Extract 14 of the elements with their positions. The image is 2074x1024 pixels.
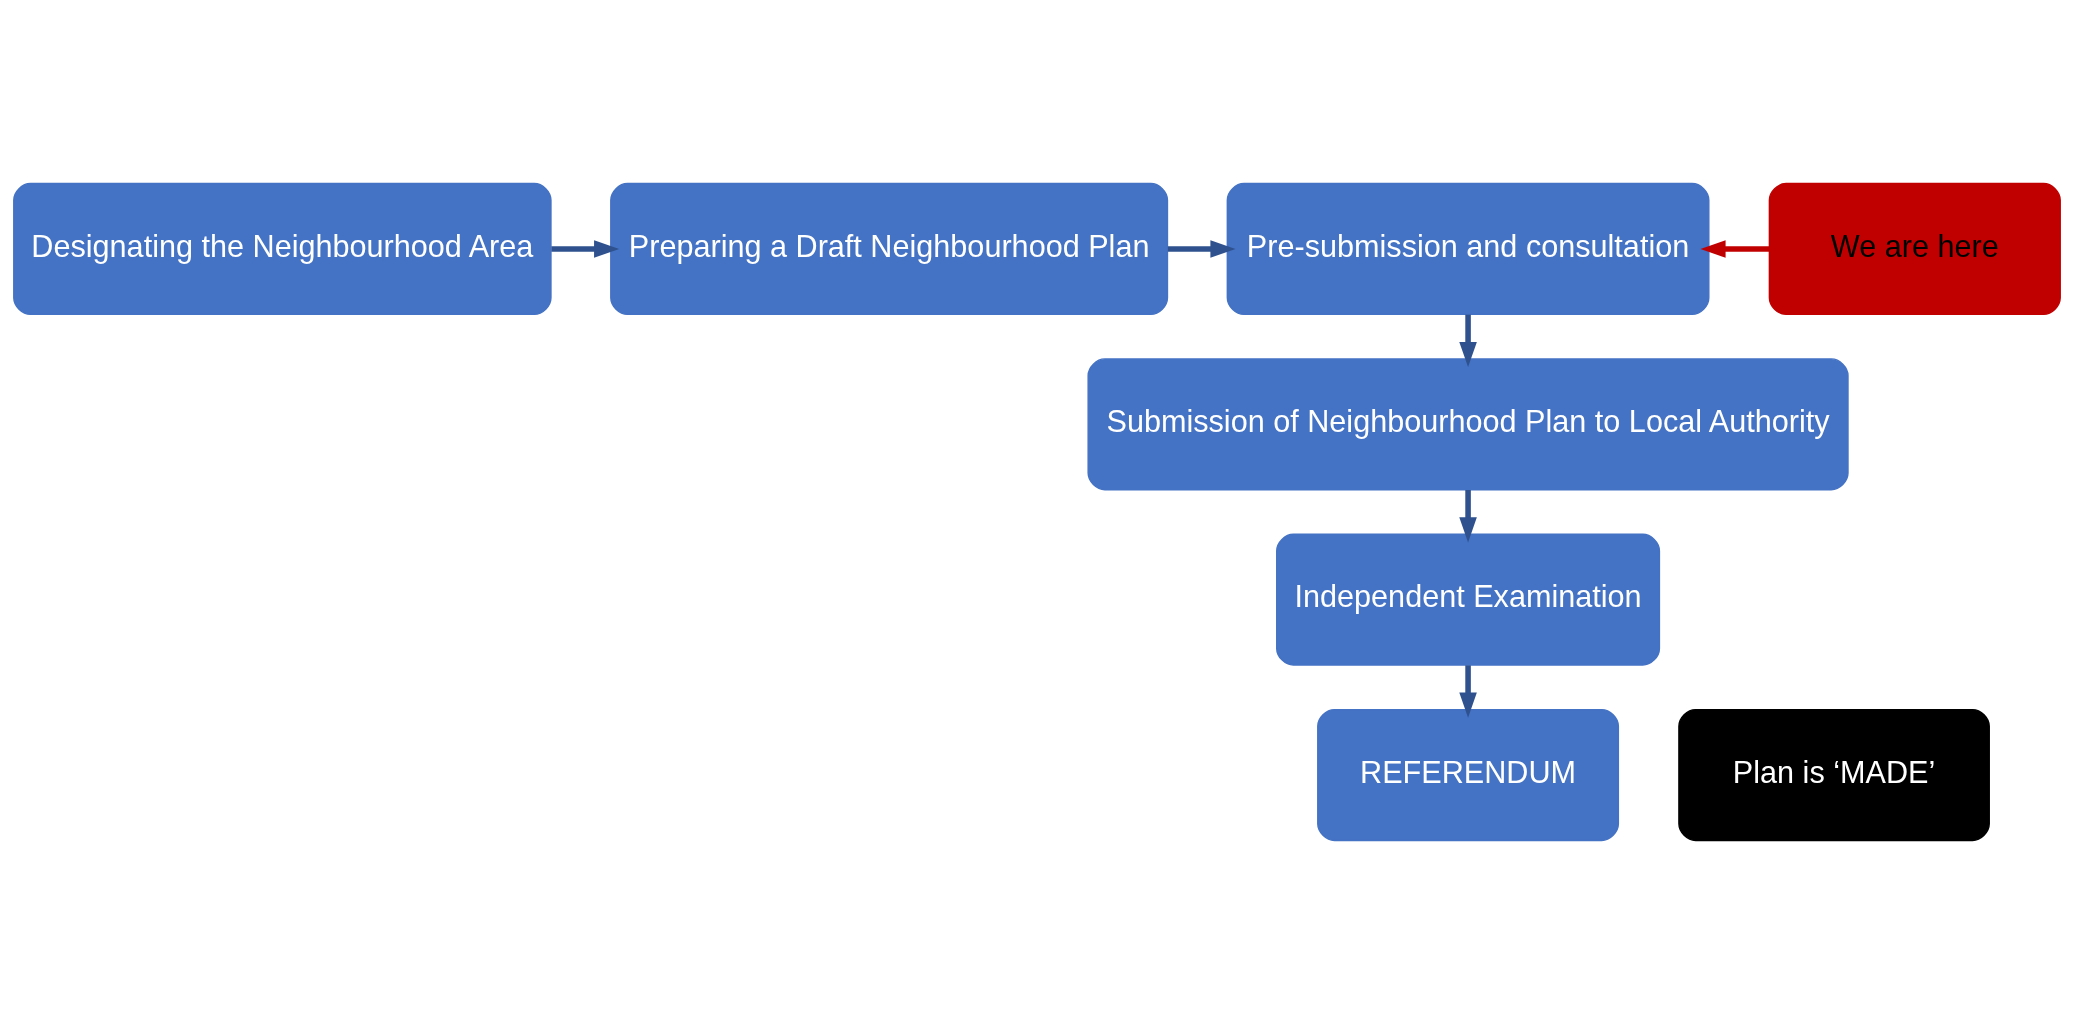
node-box: REFERENDUM	[1317, 708, 1620, 842]
node-box: Independent Examination	[1276, 533, 1661, 666]
arrow	[1459, 665, 1477, 718]
node-box: Plan is ‘MADE’	[1678, 708, 1990, 842]
arrow	[1459, 314, 1477, 368]
arrow	[1459, 489, 1477, 543]
node-box: Designating the Neighbourhood Area	[13, 182, 552, 316]
arrow	[1167, 240, 1236, 258]
node-box: Pre-submission and consultation	[1226, 182, 1710, 316]
arrow	[551, 240, 620, 258]
node-box: Preparing a Draft Neighbourhood Plan	[610, 182, 1169, 316]
node-box: We are here	[1768, 182, 2061, 316]
node-box: Submission of Neighbourhood Plan to Local Authority	[1087, 358, 1849, 491]
arrow	[1700, 240, 1770, 258]
